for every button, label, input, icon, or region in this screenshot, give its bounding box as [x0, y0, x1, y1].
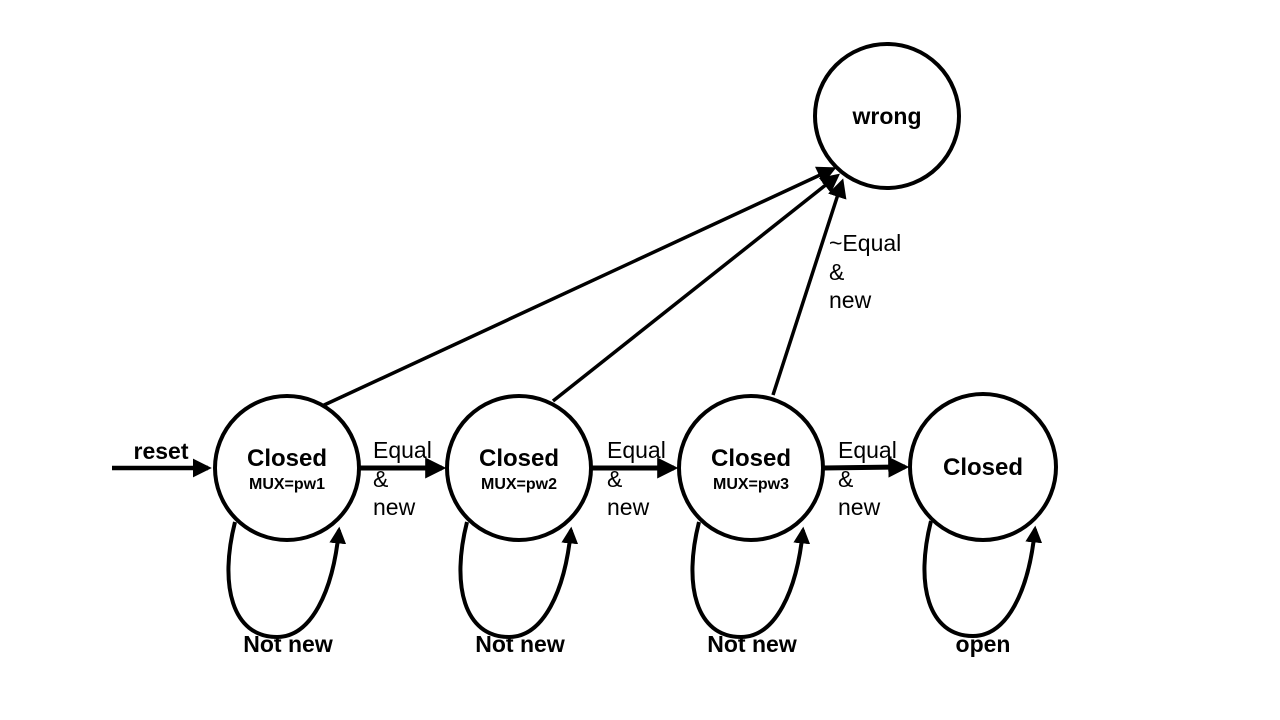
self-loop-open — [922, 520, 1043, 639]
transition-label-line2: & — [373, 466, 388, 492]
transition-label-pw2-pw3: Equal & new — [607, 437, 666, 520]
self-loop-pw1 — [226, 521, 347, 640]
state-wrong-label: wrong — [852, 103, 922, 129]
transition-label-line1: Equal — [607, 437, 666, 463]
state-closed-pw2-mux-label: MUX=pw2 — [481, 476, 557, 493]
transition-label-line2: & — [838, 466, 853, 492]
state-closed-pw2-circle — [445, 394, 593, 542]
transition-label-line1: Equal — [838, 437, 897, 463]
edge-pw3-to-wrong — [771, 178, 847, 396]
edge-pw2-to-wrong — [551, 173, 841, 403]
transition-label-line1: Equal — [373, 437, 432, 463]
transition-label-line3: new — [373, 494, 416, 520]
state-closed-pw3-label: Closed — [711, 445, 791, 472]
transition-label-line1: ~Equal — [829, 230, 901, 256]
state-wrong-circle — [813, 42, 961, 190]
transition-arrow-pw3-open — [822, 456, 910, 478]
transition-label-pw1-pw2: Equal & new — [373, 437, 432, 520]
transition-label-line3: new — [829, 287, 872, 313]
self-loop-label-pw1: Not new — [243, 631, 333, 657]
state-closed-open-label: Closed — [943, 454, 1023, 481]
transition-label-line3: new — [838, 494, 881, 520]
transition-label-pw3-open: Equal & new — [838, 437, 897, 520]
self-loop-label-open: open — [956, 631, 1011, 657]
state-closed-open-circle — [908, 392, 1058, 542]
transition-label-to-wrong: ~Equal & new — [829, 230, 901, 313]
self-loop-pw2 — [458, 521, 579, 640]
self-loop-label-pw2: Not new — [475, 631, 565, 657]
self-loop-label-pw3: Not new — [707, 631, 797, 657]
transition-label-line2: & — [607, 466, 622, 492]
reset-label: reset — [134, 438, 189, 464]
state-closed-pw1-label: Closed — [247, 445, 327, 472]
state-closed-pw1-mux-label: MUX=pw1 — [249, 476, 325, 493]
transition-label-line3: new — [607, 494, 650, 520]
state-closed-pw3-circle — [677, 394, 825, 542]
state-closed-pw3-mux-label: MUX=pw3 — [713, 476, 789, 493]
transition-label-line2: & — [829, 259, 844, 285]
self-loop-pw3 — [690, 521, 811, 640]
state-closed-pw1-circle — [213, 394, 361, 542]
edge-pw1-to-wrong — [321, 166, 837, 408]
state-closed-pw2-label: Closed — [479, 445, 559, 472]
